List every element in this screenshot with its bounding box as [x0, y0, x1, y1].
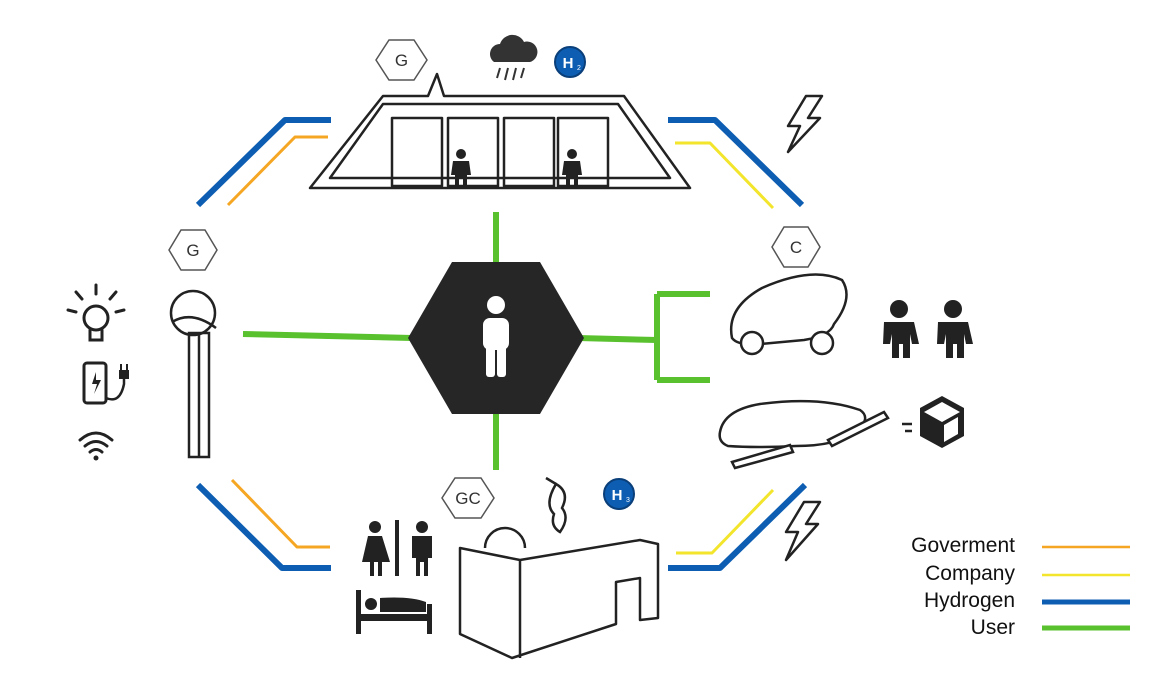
connector-bottom-right — [668, 482, 808, 571]
passenger-vehicle — [729, 273, 848, 356]
connector-top-left — [195, 117, 331, 208]
left-g-hexagon: G — [168, 229, 218, 271]
rain-cloud-icon — [489, 34, 538, 81]
hydrogen-building — [458, 526, 660, 660]
hexagon-badge-top: G — [375, 39, 428, 81]
bottom-gc-hexagon: GC — [441, 477, 495, 519]
hydrogen-badge-label: H — [563, 55, 574, 72]
hydrogen-badge-label: H — [612, 487, 623, 504]
apple-core-icon — [545, 476, 567, 534]
hydrogen-badge-subscript: 3 — [626, 497, 630, 504]
restroom-icon — [362, 520, 432, 576]
center-user-hexagon — [408, 262, 584, 414]
people-icon — [883, 300, 973, 358]
hexagon-label-right: C — [790, 238, 802, 257]
user-connectors — [242, 212, 710, 470]
hexagon-label-left: G — [186, 241, 199, 260]
legend: Goverment Company Hydrogen User — [911, 534, 1130, 639]
person-icon — [451, 149, 471, 187]
cargo-vehicle — [718, 399, 890, 470]
hydrogen-badge-icon: H 2 — [554, 46, 586, 78]
bed-icon — [356, 590, 432, 634]
package-icon — [902, 396, 964, 448]
wifi-icon — [78, 431, 114, 461]
connector-bottom-left — [195, 478, 331, 571]
person-icon — [562, 149, 582, 187]
legend-label-user: User — [971, 616, 1015, 639]
hexagon-label-bottom: GC — [455, 489, 481, 508]
connector-top-right — [668, 117, 805, 210]
right-c-hexagon: C — [771, 226, 821, 268]
hydrogen-badge-subscript: 2 — [577, 65, 581, 72]
hydrogen-badge-icon: H 3 — [603, 478, 635, 510]
lightning-icon — [784, 500, 822, 562]
street-lamp — [169, 289, 217, 459]
legend-label-hydrogen: Hydrogen — [924, 589, 1015, 612]
hydrogen-station — [308, 72, 692, 190]
light-bulb-icon — [66, 283, 126, 342]
phone-charging-icon — [82, 361, 129, 405]
lightning-icon — [786, 94, 824, 154]
legend-label-government: Goverment — [911, 534, 1015, 557]
legend-label-company: Company — [925, 562, 1015, 585]
hexagon-label-top: G — [395, 51, 408, 70]
person-icon — [483, 296, 509, 377]
